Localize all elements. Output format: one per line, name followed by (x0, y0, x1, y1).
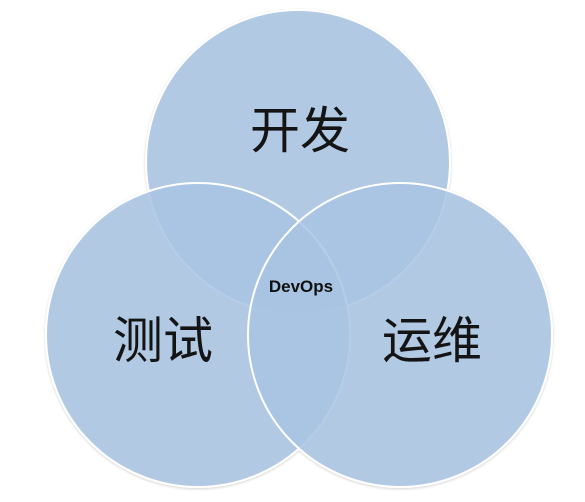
circle-ops (247, 182, 553, 488)
set-label-dev: 开发 (250, 102, 350, 160)
set-label-test: 测试 (113, 312, 213, 370)
center-label-devops: DevOps (269, 277, 333, 296)
set-label-ops: 运维 (382, 312, 482, 370)
venn-circles (45, 9, 553, 488)
